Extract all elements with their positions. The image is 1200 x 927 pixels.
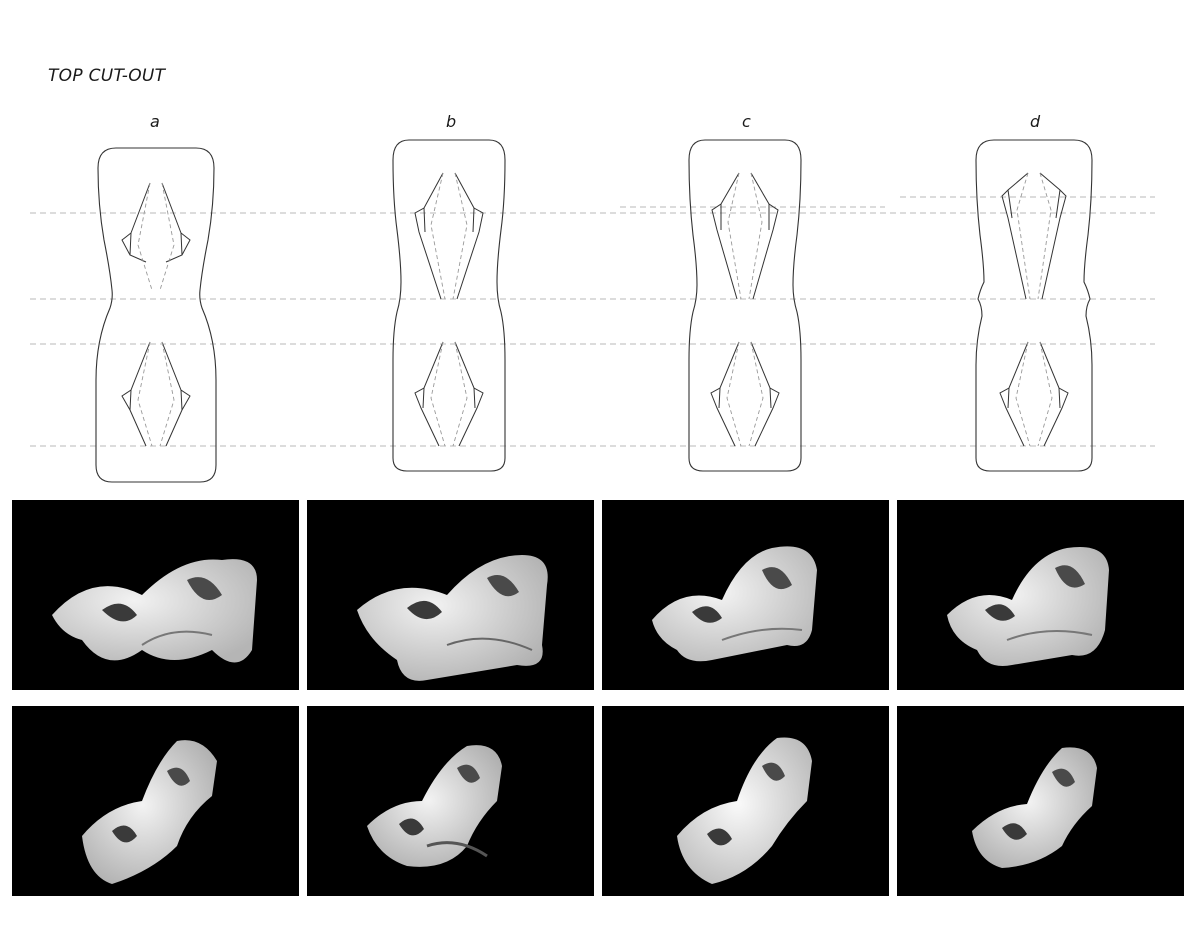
slit-upper-a <box>121 182 191 263</box>
model-photo-d-side <box>897 500 1184 690</box>
variant-label-c: c <box>742 112 751 131</box>
slit-lower-b <box>414 341 484 447</box>
model-photo-b-angled <box>307 706 594 896</box>
model-photo-b-side <box>307 500 594 690</box>
model-photo-c-side <box>602 500 889 690</box>
cutout-drawings <box>30 139 1155 483</box>
slit-upper-d <box>1001 172 1067 300</box>
variant-label-d: d <box>1030 112 1041 131</box>
variant-label-b: b <box>446 112 457 131</box>
page-title: TOP CUT-OUT <box>48 66 166 86</box>
model-photo-a-angled <box>12 706 299 896</box>
slit-upper-b <box>414 172 484 300</box>
cutout-outline-a <box>95 147 217 483</box>
slit-lower-a <box>121 341 191 447</box>
model-photo-a-side <box>12 500 299 690</box>
cutout-outline-c <box>688 139 802 472</box>
cutout-outline-b <box>392 139 506 472</box>
variant-label-a: a <box>150 112 160 131</box>
slit-lower-c <box>710 341 780 447</box>
model-photo-d-angled <box>897 706 1184 896</box>
slit-lower-d <box>999 341 1069 447</box>
slit-upper-c <box>711 172 779 300</box>
model-photo-c-angled <box>602 706 889 896</box>
cutout-outline-d <box>975 139 1093 472</box>
guide-lines <box>30 196 1155 447</box>
